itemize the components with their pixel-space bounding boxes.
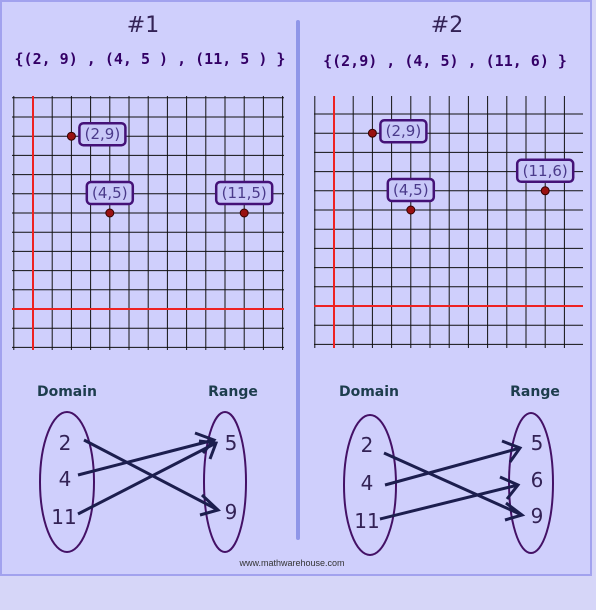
point-label-box: [379, 118, 428, 144]
point-label-box: [78, 121, 127, 147]
point-label: (4,5): [92, 184, 128, 202]
domain-value: 11: [354, 509, 379, 533]
coordinate-grid: (2,9) (4,5) (11,5): [12, 96, 284, 350]
footer-credit: www.mathwarehouse.com: [238, 558, 344, 568]
mapping-arrow: [383, 451, 526, 522]
range-value: 5: [531, 431, 544, 455]
domain-value: 2: [361, 433, 374, 457]
range-value: 6: [531, 468, 544, 492]
domain-oval: [39, 411, 95, 553]
mapping-arrow: [77, 439, 219, 516]
panel-1: #1 {(2, 9) , (4, 5 ) , (11, 5 ) } (2,9)(…: [12, 13, 286, 553]
panel-title: #2: [431, 13, 463, 38]
domain-value: 11: [51, 505, 76, 529]
domain-oval: [343, 414, 397, 556]
coordinate-grid: (2,9) (4,5) (11,6): [314, 96, 583, 348]
ordered-pairs-set: {(2,9) , (4, 5) , (11, 6) }: [323, 52, 567, 70]
panel-2: #2 {(2,9) , (4, 5) , (11, 6) } (2,9) (4,5…: [314, 13, 583, 556]
domain-heading: Domain: [339, 384, 399, 400]
mapping-diagram: Domain Range 2 4 11 5 9: [37, 384, 258, 553]
mapping-arrow: [384, 439, 523, 487]
point-label: (4,5): [393, 181, 429, 199]
mapping-arrow: [379, 475, 521, 521]
point-label: (2,9): [386, 122, 422, 140]
range-oval: [203, 411, 247, 553]
plotted-point: [239, 208, 249, 218]
point-label: (11,6): [523, 162, 568, 180]
domain-heading: Domain: [37, 384, 97, 400]
panel-title: #1: [127, 13, 159, 38]
point-label-box: [515, 158, 575, 184]
plotted-point: [406, 205, 416, 215]
range-value: 9: [225, 500, 238, 524]
point-label-box: [85, 180, 135, 206]
plotted-point: [66, 131, 76, 141]
range-heading: Range: [510, 384, 560, 400]
point-label-box: [386, 177, 436, 203]
plotted-point: [105, 208, 115, 218]
ordered-pairs-set: {(2, 9) , (4, 5 ) , (11, 5 ) }: [15, 50, 286, 68]
plotted-point: [540, 186, 550, 196]
plotted-point: [367, 128, 377, 138]
range-value: 9: [531, 504, 544, 528]
point-label-box: [214, 180, 274, 206]
point-label: (11,5): [222, 184, 267, 202]
range-value: 5: [225, 431, 238, 455]
domain-value: 4: [59, 467, 72, 491]
domain-value: 4: [361, 471, 374, 495]
mapping-diagram: Domain Range 2 4 11 5 6 9: [339, 384, 560, 556]
range-heading: Range: [208, 384, 258, 400]
domain-value: 2: [59, 431, 72, 455]
range-oval: [508, 412, 554, 554]
point-label: (2,9): [85, 125, 121, 143]
